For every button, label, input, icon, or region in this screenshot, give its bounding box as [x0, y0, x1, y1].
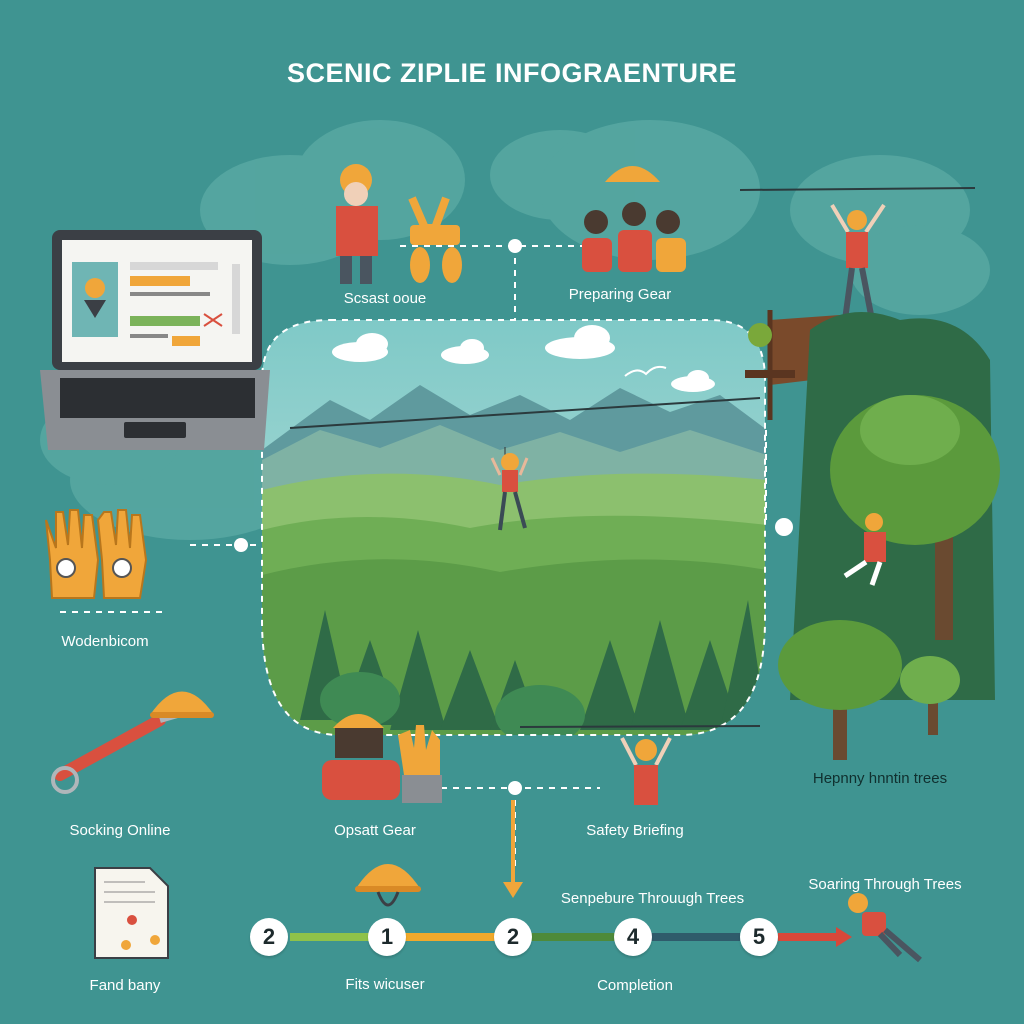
label-preparing-gear: Preparing Gear: [568, 286, 672, 303]
landscape-panel: [262, 320, 765, 735]
label-socking-online: Socking Online: [69, 822, 171, 839]
carabiner-icon: [51, 707, 196, 794]
gloves-icon: [45, 509, 148, 599]
connector-dot: [508, 781, 522, 795]
hanging-zipliner-icon: [830, 203, 886, 321]
right-forest: [778, 312, 1000, 760]
timeline-helmet-icon: [355, 864, 421, 907]
laptop-icon: [40, 230, 270, 450]
label-opsatt-gear: Opsatt Gear: [334, 822, 416, 839]
label-scsast-ooue: Scsast ooue: [343, 290, 427, 307]
label-senpebure: Senpebure Throuugh Trees: [560, 890, 745, 907]
label-fand-bany: Fand bany: [89, 977, 161, 994]
timeline-step-node: 5: [740, 918, 778, 956]
timeline-bar: [290, 927, 852, 947]
label-wodenbicom: Wodenbicom: [61, 633, 149, 650]
briefing-zipliner-icon: [620, 737, 672, 805]
connector-dot: [234, 538, 248, 552]
timeline-step-node: 4: [614, 918, 652, 956]
connector-dot: [508, 239, 522, 253]
harness-icon: [408, 196, 462, 283]
tree-zipliner-icon: [843, 513, 886, 586]
label-fits-wicuser: Fits wicuser: [345, 976, 425, 993]
page-title: SCENIC ZIPLIE INFOGRAENTURE: [286, 58, 738, 88]
document-icon: [94, 867, 169, 959]
panel-zipliner: [490, 447, 529, 531]
gear-person-icon: [322, 714, 442, 803]
label-hanging-trees: Hepnny hnntin trees: [812, 770, 948, 787]
group-people-icon: [582, 166, 686, 272]
timeline-step-node: 2: [250, 918, 288, 956]
label-soaring: Soaring Through Trees: [808, 876, 962, 893]
connector-dot: [775, 518, 793, 536]
label-completion: Completion: [597, 977, 673, 994]
timeline-step-node: 1: [368, 918, 406, 956]
label-safety-briefing: Safety Briefing: [586, 822, 684, 839]
timeline-step-node: 2: [494, 918, 532, 956]
person-harness-icon: [336, 164, 378, 284]
helmet-icon: [150, 691, 214, 718]
soaring-rider-icon: [848, 893, 922, 963]
bird-icon: [624, 365, 667, 377]
